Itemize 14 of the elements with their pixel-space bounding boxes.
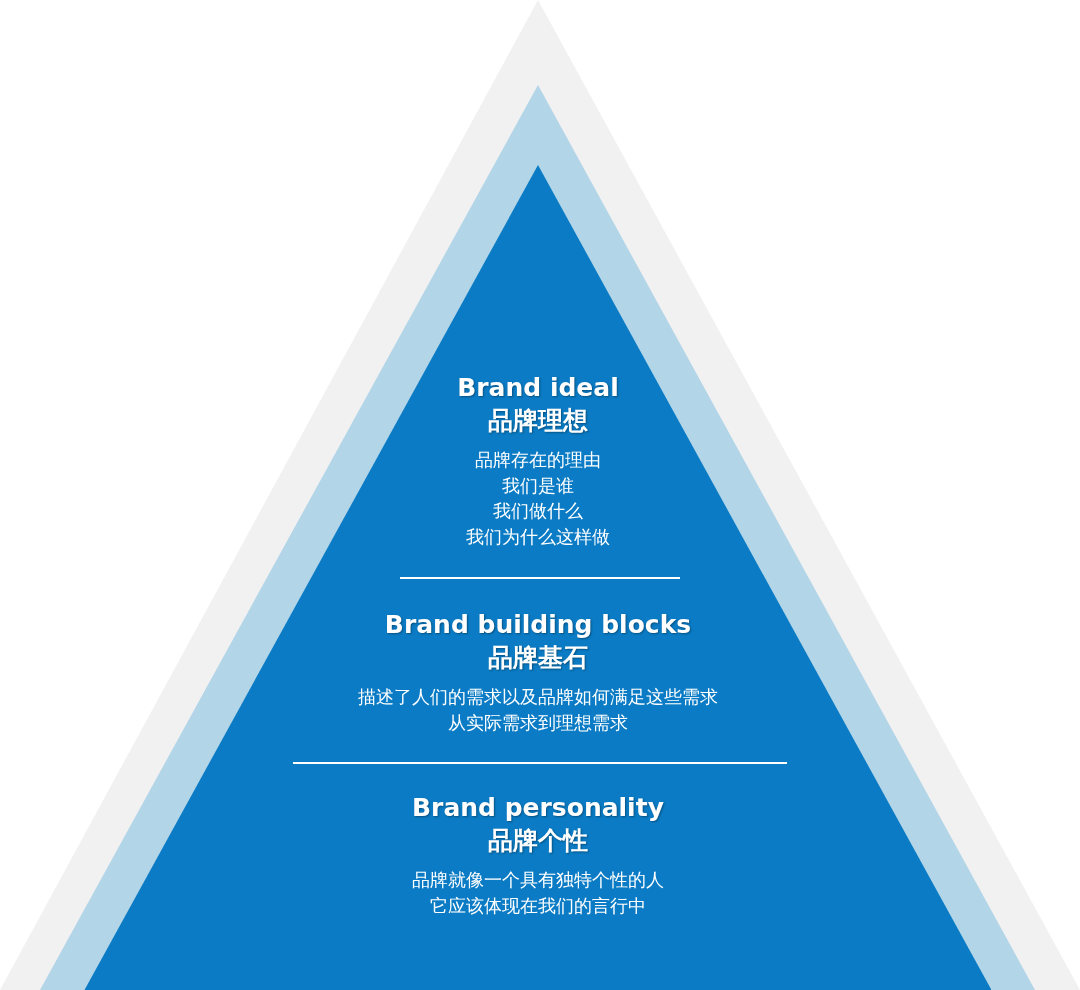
tier-description: 从实际需求到理想需求 <box>448 710 628 735</box>
tier-description: 描述了人们的需求以及品牌如何满足这些需求 <box>358 685 718 709</box>
tier-subheading: 品牌个性 <box>488 825 588 857</box>
tier-heading: Brand personality <box>412 792 664 824</box>
tier-subheading: 品牌基石 <box>488 642 588 674</box>
tier-description: 我们做什么 <box>493 499 583 523</box>
tier-heading: Brand building blocks <box>384 609 692 641</box>
tier-subheading: 品牌理想 <box>488 405 588 437</box>
tier-heading: Brand ideal <box>457 372 619 404</box>
tier-description: 我们是谁 <box>502 473 574 498</box>
tier-description: 品牌存在的理由 <box>475 448 601 472</box>
tier-description: 我们为什么这样做 <box>466 524 610 549</box>
tier-description: 它应该体现在我们的言行中 <box>430 893 646 918</box>
tier-description: 品牌就像一个具有独特个性的人 <box>412 868 664 892</box>
